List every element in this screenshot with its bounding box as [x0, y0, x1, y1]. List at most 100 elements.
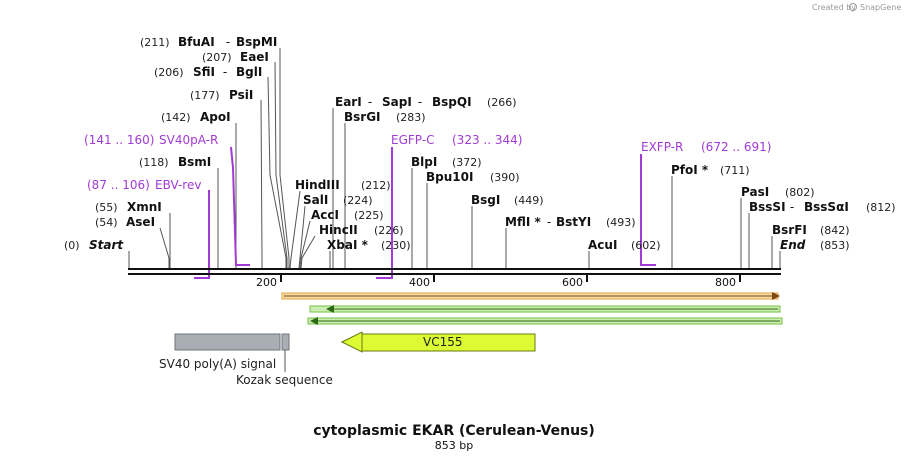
site-position: (177)	[190, 89, 220, 102]
site-bsmi[interactable]: (118) BsmI	[139, 155, 211, 169]
site-bpu10i[interactable]: Bpu10I (390)	[426, 170, 520, 184]
enzyme-separator: -	[219, 65, 231, 79]
primer-range: (672 .. 691)	[701, 140, 771, 154]
restriction-site-labels: (211) BfuAI - BspMI (207) EaeI (206) Sfi…	[64, 35, 896, 252]
enzyme-name: PfoI *	[671, 163, 709, 177]
site-position: (493)	[606, 216, 636, 229]
site-end[interactable]: End (853)	[780, 238, 850, 252]
enzyme-name: AseI	[126, 215, 155, 229]
site-psii[interactable]: (177) PsiI	[190, 88, 253, 102]
primer-egfp-c[interactable]: EGFP-C (323 .. 344)	[391, 133, 522, 147]
ruler-tick-label: 600	[562, 276, 583, 289]
site-pasi[interactable]: PasI (802)	[741, 185, 815, 199]
enzyme-name: EaeI	[240, 50, 269, 64]
site-apoi[interactable]: (142) ApoI	[161, 110, 231, 124]
site-xmni[interactable]: (55) XmnI	[95, 200, 162, 214]
primer-exfp-r[interactable]: EXFP-R (672 .. 691)	[641, 140, 771, 154]
enzyme-name: ApoI	[200, 110, 231, 124]
orf-forward-arrowhead	[772, 292, 780, 300]
created-by-text: Created by	[812, 3, 856, 12]
site-connectors	[128, 48, 781, 269]
site-asei[interactable]: (54) AseI	[95, 215, 155, 229]
site-position: (226)	[374, 224, 404, 237]
enzyme-separator: -	[786, 200, 798, 214]
enzyme-separator: -	[364, 95, 376, 109]
features: VC155 SV40 poly(A) signal Kozak sequence	[159, 331, 536, 387]
orf-reverse-arrowhead-1	[326, 305, 334, 313]
site-sali[interactable]: SalI (224)	[303, 193, 373, 207]
kozak-label: Kozak sequence	[236, 373, 333, 387]
primer-sv40pa-r[interactable]: (141 .. 160) SV40pA-R	[84, 133, 218, 147]
ruler: 200 400 600 800	[256, 274, 741, 289]
enzyme-name: SalI	[303, 193, 328, 207]
enzyme-name: XbaI *	[327, 238, 369, 252]
enzyme-name: SapI	[382, 95, 412, 109]
sv40-polya-label: SV40 poly(A) signal	[159, 357, 276, 371]
ruler-tick-label: 400	[409, 276, 430, 289]
enzyme-name: BsgI	[471, 193, 500, 207]
site-position: (390)	[490, 171, 520, 184]
site-position: (0)	[64, 239, 80, 252]
enzyme-name: AcuI	[588, 238, 617, 252]
enzyme-name: EarI	[335, 95, 362, 109]
sv40-polya-feature	[174, 333, 281, 351]
site-hindiii[interactable]: HindIII (212)	[295, 178, 391, 192]
enzyme-name: HincII	[319, 223, 358, 237]
primer-name: EBV-rev	[155, 178, 201, 192]
site-position: (449)	[514, 194, 544, 207]
site-bsrgi[interactable]: BsrGI (283)	[344, 110, 426, 124]
enzyme-name: XmnI	[127, 200, 162, 214]
site-position: (142)	[161, 111, 191, 124]
site-position: (230)	[381, 239, 411, 252]
site-position: (372)	[452, 156, 482, 169]
site-bsgi[interactable]: BsgI (449)	[471, 193, 544, 207]
site-sfii-bgli[interactable]: (206) SfiI - BglI	[154, 65, 262, 79]
primer-marks	[194, 146, 656, 279]
site-position: (602)	[631, 239, 661, 252]
primer-name: EGFP-C	[391, 133, 434, 147]
site-acui[interactable]: AcuI (602)	[588, 238, 661, 252]
snapgene-logo-icon	[849, 3, 857, 11]
primer-sv40pa-r-mark	[230, 146, 250, 266]
primer-name: SV40pA-R	[159, 133, 218, 147]
site-bsssi-bsssai[interactable]: BssSI - BssSαI (812)	[749, 200, 896, 214]
brand-text: SnapGene	[860, 3, 901, 12]
enzyme-name: BstYI	[556, 215, 591, 229]
enzyme-name: Bpu10I	[426, 170, 473, 184]
site-hincii[interactable]: HincII (226)	[319, 223, 404, 237]
site-blpi[interactable]: BlpI (372)	[411, 155, 482, 169]
enzyme-name: BglI	[236, 65, 262, 79]
map-length: 853 bp	[435, 439, 473, 452]
enzyme-name: BsrGI	[344, 110, 381, 124]
vc155-label: VC155	[423, 335, 463, 349]
primer-egfp-c-mark	[376, 147, 393, 279]
site-position: (207)	[202, 51, 232, 64]
kozak-feature	[281, 333, 290, 351]
site-mfli-bstyi[interactable]: MflI * - BstYI (493)	[505, 215, 636, 229]
site-bfuai-bspmi[interactable]: (211) BfuAI - BspMI	[140, 35, 277, 49]
site-eaei[interactable]: (207) EaeI	[202, 50, 269, 64]
enzyme-name: Start	[89, 238, 124, 252]
site-acci[interactable]: AccI (225)	[311, 208, 384, 222]
site-start[interactable]: (0) Start	[64, 238, 124, 252]
ruler-tick-label: 800	[715, 276, 736, 289]
site-position: (212)	[361, 179, 391, 192]
site-eari-sapi-bspqi[interactable]: EarI - SapI - BspQI (266)	[335, 95, 517, 109]
enzyme-name: BsrFI	[772, 223, 807, 237]
site-xbai[interactable]: XbaI * (230)	[327, 238, 411, 252]
enzyme-name: End	[780, 238, 806, 252]
site-position: (842)	[820, 224, 850, 237]
site-position: (54)	[95, 216, 118, 229]
map-title: cytoplasmic EKAR (Cerulean-Venus)	[313, 423, 595, 439]
orf-reverse-arrowhead-2	[310, 317, 318, 325]
site-bsrfi[interactable]: BsrFI (842)	[772, 223, 850, 237]
enzyme-separator: -	[222, 35, 234, 49]
primer-ebv-rev[interactable]: (87 .. 106) EBV-rev	[87, 178, 201, 192]
enzyme-name: SfiI	[193, 65, 215, 79]
site-pfoi[interactable]: PfoI * (711)	[671, 163, 750, 177]
enzyme-name: BssSαI	[804, 200, 849, 214]
enzyme-separator: -	[414, 95, 426, 109]
primer-exfp-r-mark	[640, 154, 656, 266]
enzyme-name: BfuAI	[178, 35, 215, 49]
